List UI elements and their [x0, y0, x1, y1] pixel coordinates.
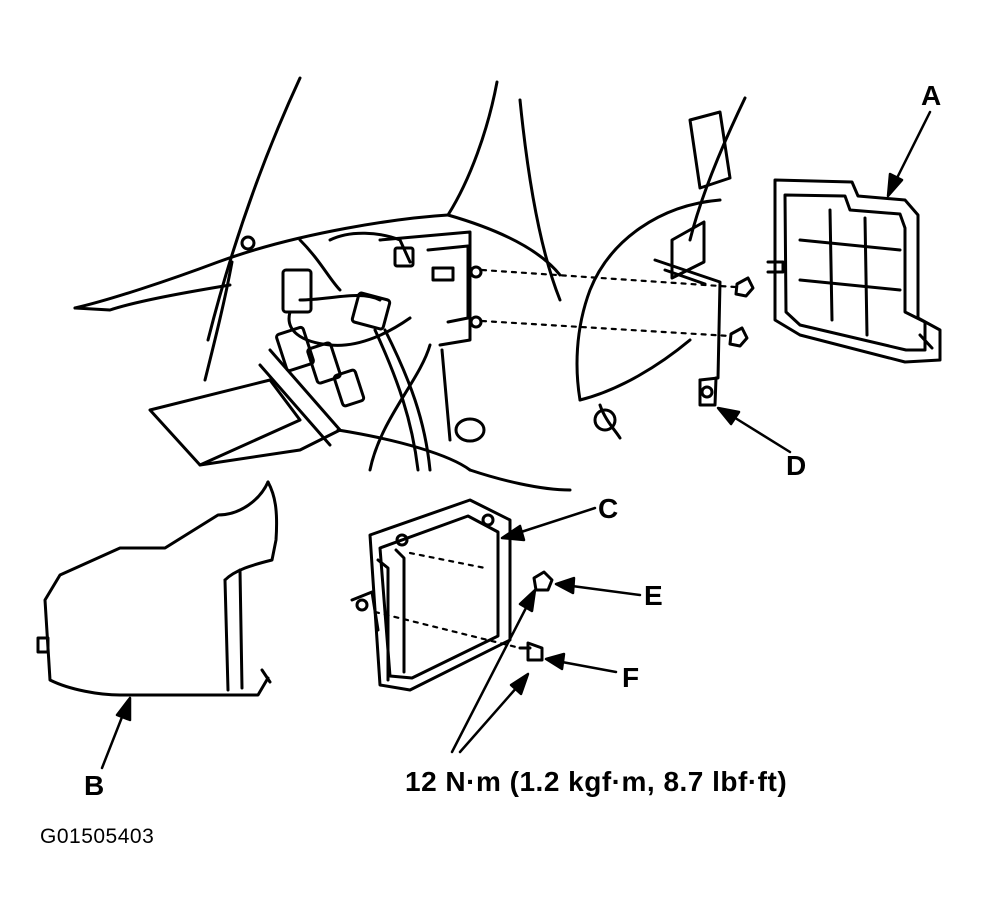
fasteners-e-f: [518, 570, 554, 662]
torque-spec: 12 N·m (1.2 kgf·m, 8.7 lbf·ft): [405, 766, 788, 797]
alignment-dashes: [373, 268, 737, 650]
label-d: D: [786, 450, 807, 481]
label-a: A: [921, 80, 942, 111]
bracket-nuts: [728, 276, 755, 348]
cover-a: [766, 178, 942, 364]
wiring-harness: [258, 231, 432, 472]
dashboard-outline: [73, 76, 747, 472]
label-f: F: [622, 662, 640, 693]
label-e: E: [644, 580, 663, 611]
side-panel: [575, 198, 722, 440]
figure-id: G01505403: [40, 825, 155, 848]
label-c: C: [598, 493, 619, 524]
label-b: B: [84, 770, 105, 801]
leader-arrows: [100, 110, 932, 770]
ecm-unit-c: [350, 498, 512, 692]
mounting-panel: [368, 230, 572, 492]
cover-b: [36, 480, 279, 697]
